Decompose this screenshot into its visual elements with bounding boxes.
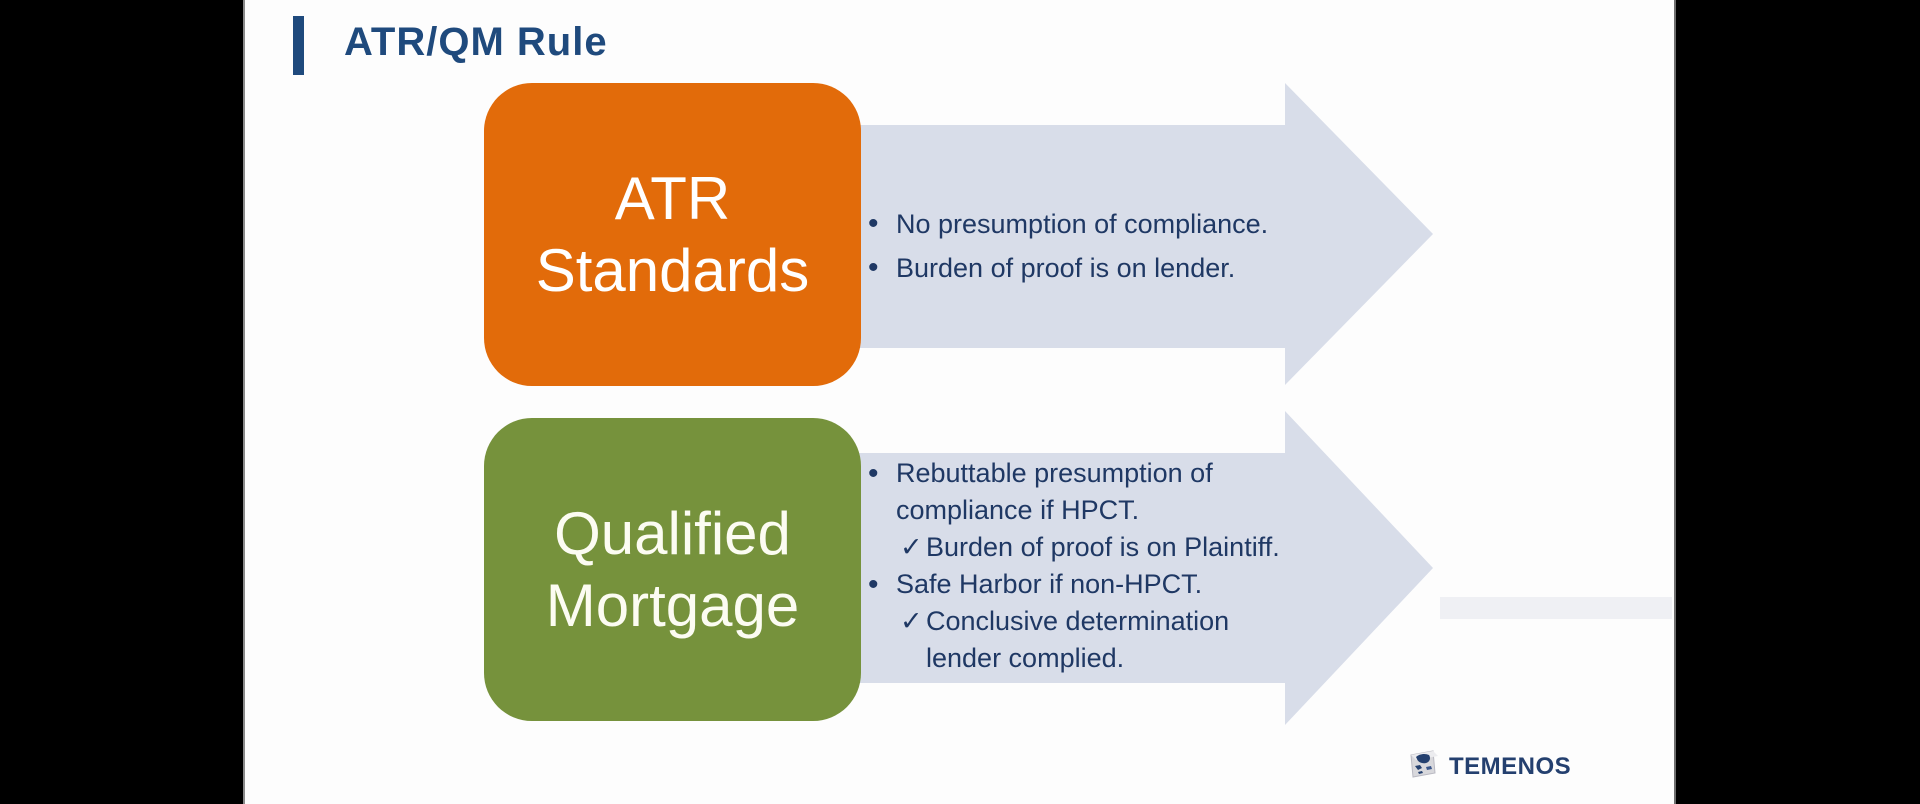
- box-label-line: Mortgage: [545, 571, 800, 639]
- title-accent-bar: [293, 16, 304, 75]
- bullet-line: • Safe Harbor if non-HPCT.: [860, 566, 1330, 603]
- atr-arrow-text: • No presumption of compliance. • Burden…: [860, 202, 1320, 290]
- bullet-continuation-line: compliance if HPCT.: [860, 492, 1330, 529]
- temenos-globe-icon: [1405, 746, 1441, 787]
- temenos-logo: TEMENOS: [1405, 746, 1571, 787]
- temenos-wordmark: TEMENOS: [1449, 752, 1572, 780]
- checkmark-icon: ✓: [900, 532, 923, 562]
- bullet-text: Safe Harbor if non-HPCT.: [896, 569, 1203, 599]
- check-text: Burden of proof is on Plaintiff.: [926, 532, 1280, 562]
- bullet-line: • Rebuttable presumption of: [860, 455, 1330, 492]
- bullet-marker: •: [868, 207, 879, 240]
- check-line: ✓ Burden of proof is on Plaintiff.: [860, 529, 1330, 566]
- page-title: ATR/QM Rule: [344, 20, 608, 64]
- bullet-text: Rebuttable presumption of: [896, 458, 1213, 488]
- video-artifact-strip: [1440, 597, 1672, 619]
- qm-arrow-text: • Rebuttable presumption of compliance i…: [860, 455, 1330, 677]
- check-line: ✓ Conclusive determination: [860, 603, 1330, 640]
- bullet-marker: •: [868, 251, 879, 284]
- bullet-marker: •: [868, 568, 879, 601]
- bullet-line: • No presumption of compliance.: [860, 202, 1320, 246]
- slide: ATR/QM Rule ATR Standards Qualified Mort…: [245, 0, 1674, 804]
- letterbox-edge-right: [1674, 0, 1676, 804]
- box-label-line: ATR: [614, 164, 731, 232]
- bullet-text: Burden of proof is on lender.: [896, 253, 1236, 283]
- bullet-text: No presumption of compliance.: [896, 209, 1269, 239]
- bullet-text: compliance if HPCT.: [896, 495, 1140, 525]
- check-continuation-line: lender complied.: [860, 640, 1330, 677]
- bullet-line: • Burden of proof is on lender.: [860, 246, 1320, 290]
- box-label-line: Qualified: [554, 499, 791, 567]
- bullet-marker: •: [868, 457, 879, 490]
- box-label-line: Standards: [535, 236, 810, 304]
- qualified-mortgage-box: Qualified Mortgage: [484, 418, 861, 721]
- checkmark-icon: ✓: [900, 606, 923, 636]
- check-text: Conclusive determination: [926, 606, 1230, 636]
- atr-standards-box: ATR Standards: [484, 83, 861, 386]
- check-text: lender complied.: [926, 643, 1125, 673]
- letterbox-edge-left: [243, 0, 245, 804]
